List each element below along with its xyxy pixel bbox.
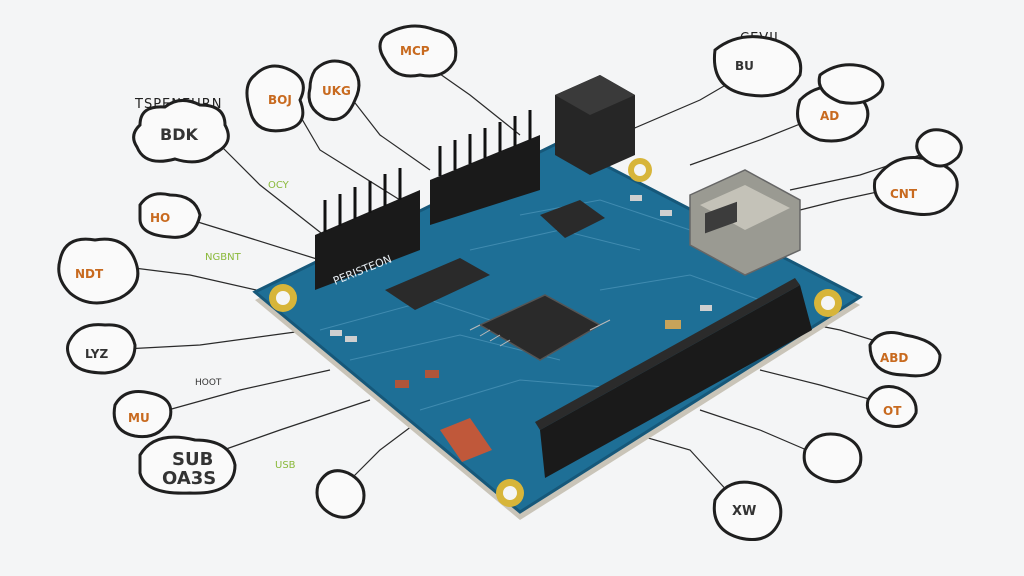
callout-bubble [872,156,959,216]
pin-header-left [315,168,420,290]
leader-line [344,89,431,171]
pin-header-top [430,110,540,225]
callout-text: BOJ [268,93,292,107]
usb-port [689,169,801,276]
leader-line [214,139,331,241]
callout-bubble [817,63,885,105]
power-connector [555,75,635,175]
callout-text: MCP [400,44,430,58]
callout-bubble [915,128,963,168]
green-note: USB [275,460,296,471]
callout-text: CNT [890,187,918,201]
secondary-chip [385,258,490,310]
callout-text: HO [150,211,170,225]
callout-text: OA3S [162,468,216,489]
callout-bubble [132,99,230,164]
callout-text: NDT [75,267,104,281]
callout-text: XW [732,504,756,519]
callout-bubble [378,24,458,78]
small-note: HOOT [195,378,222,388]
callout-bubble [712,480,783,541]
leader-line [759,369,891,406]
callout-bubble [712,35,803,98]
callout-bubbles [57,24,963,541]
callout-bubble [315,469,366,519]
callout-text: AD [820,109,839,123]
callout-text: BU [735,59,754,73]
callout-bubble [138,435,237,495]
callout-texts: BDK SUB OA3S NDT BOJ UKG MCP HO LYZ MU X… [75,44,918,519]
callout-text: UKG [322,84,351,98]
callout-text: BDK [160,125,198,144]
smd-components [330,195,712,388]
callout-bubble [802,432,863,484]
callout-text: MU [128,411,150,425]
callout-bubble [868,331,942,378]
callout-bubble [112,390,173,439]
callout-text: LYZ [85,347,108,361]
callout-bubble [865,385,918,428]
callout-text: OT [883,404,902,418]
callout-bubble [57,237,140,305]
callout-bubble [245,64,305,133]
callout-text: SUB [172,449,213,470]
callout-bubble [66,323,137,375]
green-note: OCY [268,180,290,191]
pin-header-front [535,278,812,478]
callout-bubble [307,59,361,121]
callout-bubble [138,192,202,239]
resistor-array [440,418,492,462]
green-note: NGBNT [205,252,242,263]
leader-line [104,329,311,351]
green-notes: OCY NGBNT USB [205,180,296,471]
leader-line [149,369,331,416]
main-microcontroller [469,294,611,361]
small-chip [540,200,605,238]
callout-text: ABD [880,351,908,365]
